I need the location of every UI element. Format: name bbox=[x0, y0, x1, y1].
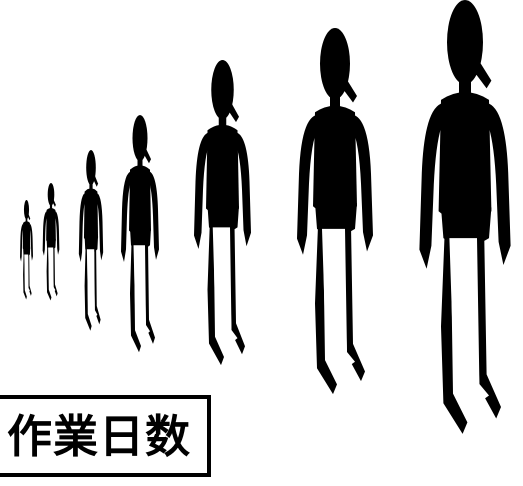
walking-person-icon bbox=[194, 60, 251, 366]
walking-person-icon bbox=[121, 115, 159, 353]
walking-person-icon bbox=[297, 28, 373, 395]
walking-person-icon bbox=[20, 200, 33, 300]
walking-person-icon bbox=[78, 150, 104, 331]
walking-person-icon bbox=[419, 0, 511, 434]
work-days-label: 作業日数 bbox=[6, 409, 191, 463]
walking-person-icon bbox=[42, 183, 60, 301]
work-days-label-box: 作業日数 bbox=[0, 395, 211, 477]
